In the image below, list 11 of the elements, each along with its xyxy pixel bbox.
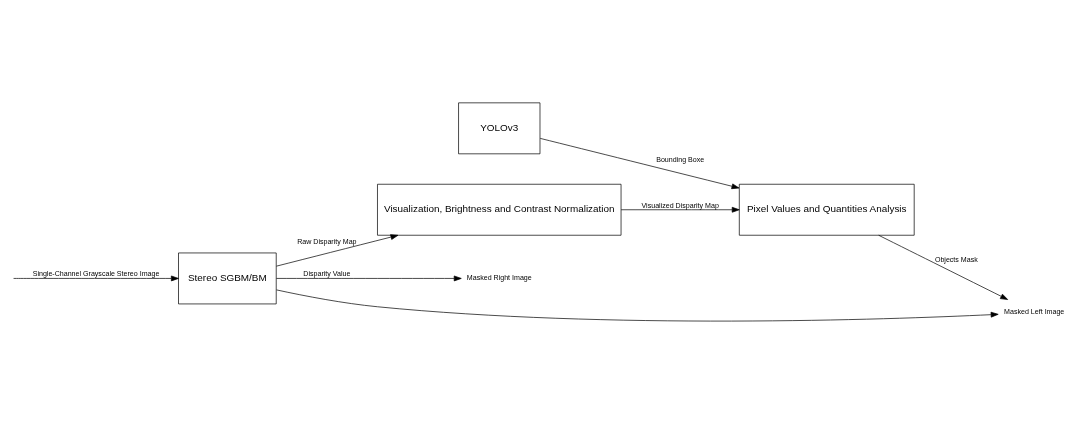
node-box: YOLOv3 [458,102,541,155]
node-box: Stereo SGBM/BM [178,252,277,305]
arrow [13,275,179,282]
arrow [878,234,1009,300]
arrow [539,138,740,190]
node-box: Visualization, Brightness and Contrast Normalization [377,183,622,236]
arrow [276,234,399,267]
arrow [276,289,999,322]
arrow [276,275,462,282]
arrow [620,206,740,213]
node-box: Pixel Values and Quantities Analysis [738,183,915,236]
